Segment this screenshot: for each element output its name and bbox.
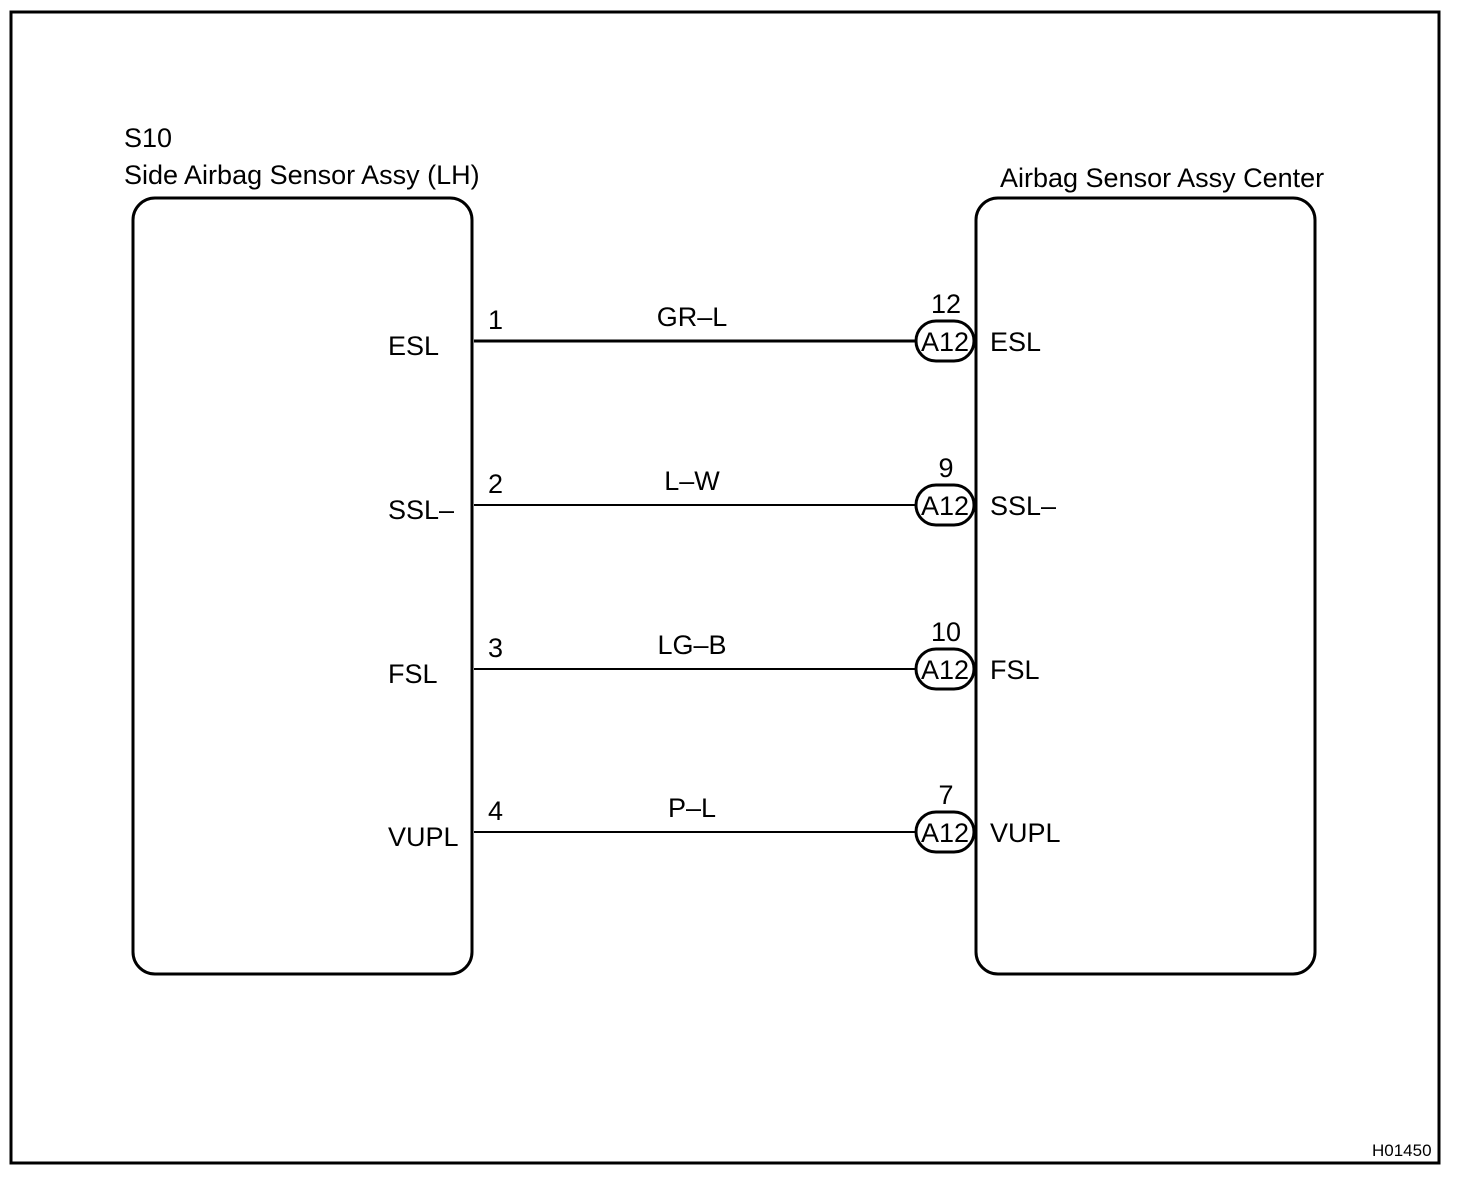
- connector-capsule: [914, 647, 976, 691]
- diagram-frame: [9, 10, 1441, 1165]
- left-pin-number: 4: [488, 796, 503, 826]
- left-signal-label: VUPL: [388, 822, 459, 852]
- connector-capsule: [914, 319, 976, 363]
- connector-id-label: A12: [921, 655, 969, 685]
- connector-capsule: [914, 810, 976, 854]
- left-component-box: [131, 196, 474, 976]
- figure-id: H01450: [1372, 1141, 1432, 1160]
- left-signal-label: FSL: [388, 659, 438, 689]
- left-pin-number: 1: [488, 305, 503, 335]
- right-component-name: Airbag Sensor Assy Center: [1000, 163, 1324, 193]
- connector-id-label: A12: [921, 818, 969, 848]
- connector-id-label: A12: [921, 491, 969, 521]
- left-pin-number: 3: [488, 633, 503, 663]
- left-component-name: Side Airbag Sensor Assy (LH): [124, 160, 480, 190]
- right-signal-label: ESL: [990, 327, 1041, 357]
- connector-capsule: [914, 483, 976, 527]
- right-component-box: [974, 196, 1317, 976]
- connector-id-label: A12: [921, 327, 969, 357]
- right-signal-label: VUPL: [990, 818, 1061, 848]
- right-signal-label: FSL: [990, 655, 1040, 685]
- right-pin-number: 12: [931, 289, 961, 319]
- wire-color-label: GR–L: [657, 302, 728, 332]
- right-pin-number: 10: [931, 617, 961, 647]
- right-signal-label: SSL–: [990, 491, 1056, 521]
- left-signal-label: ESL: [388, 331, 439, 361]
- left-pin-number: 2: [488, 469, 503, 499]
- right-pin-number: 9: [938, 453, 953, 483]
- left-component-code: S10: [124, 123, 172, 153]
- right-pin-number: 7: [938, 780, 953, 810]
- wire-color-label: L–W: [664, 466, 720, 496]
- wire-color-label: LG–B: [657, 630, 726, 660]
- left-signal-label: SSL–: [388, 495, 454, 525]
- wire-color-label: P–L: [668, 793, 716, 823]
